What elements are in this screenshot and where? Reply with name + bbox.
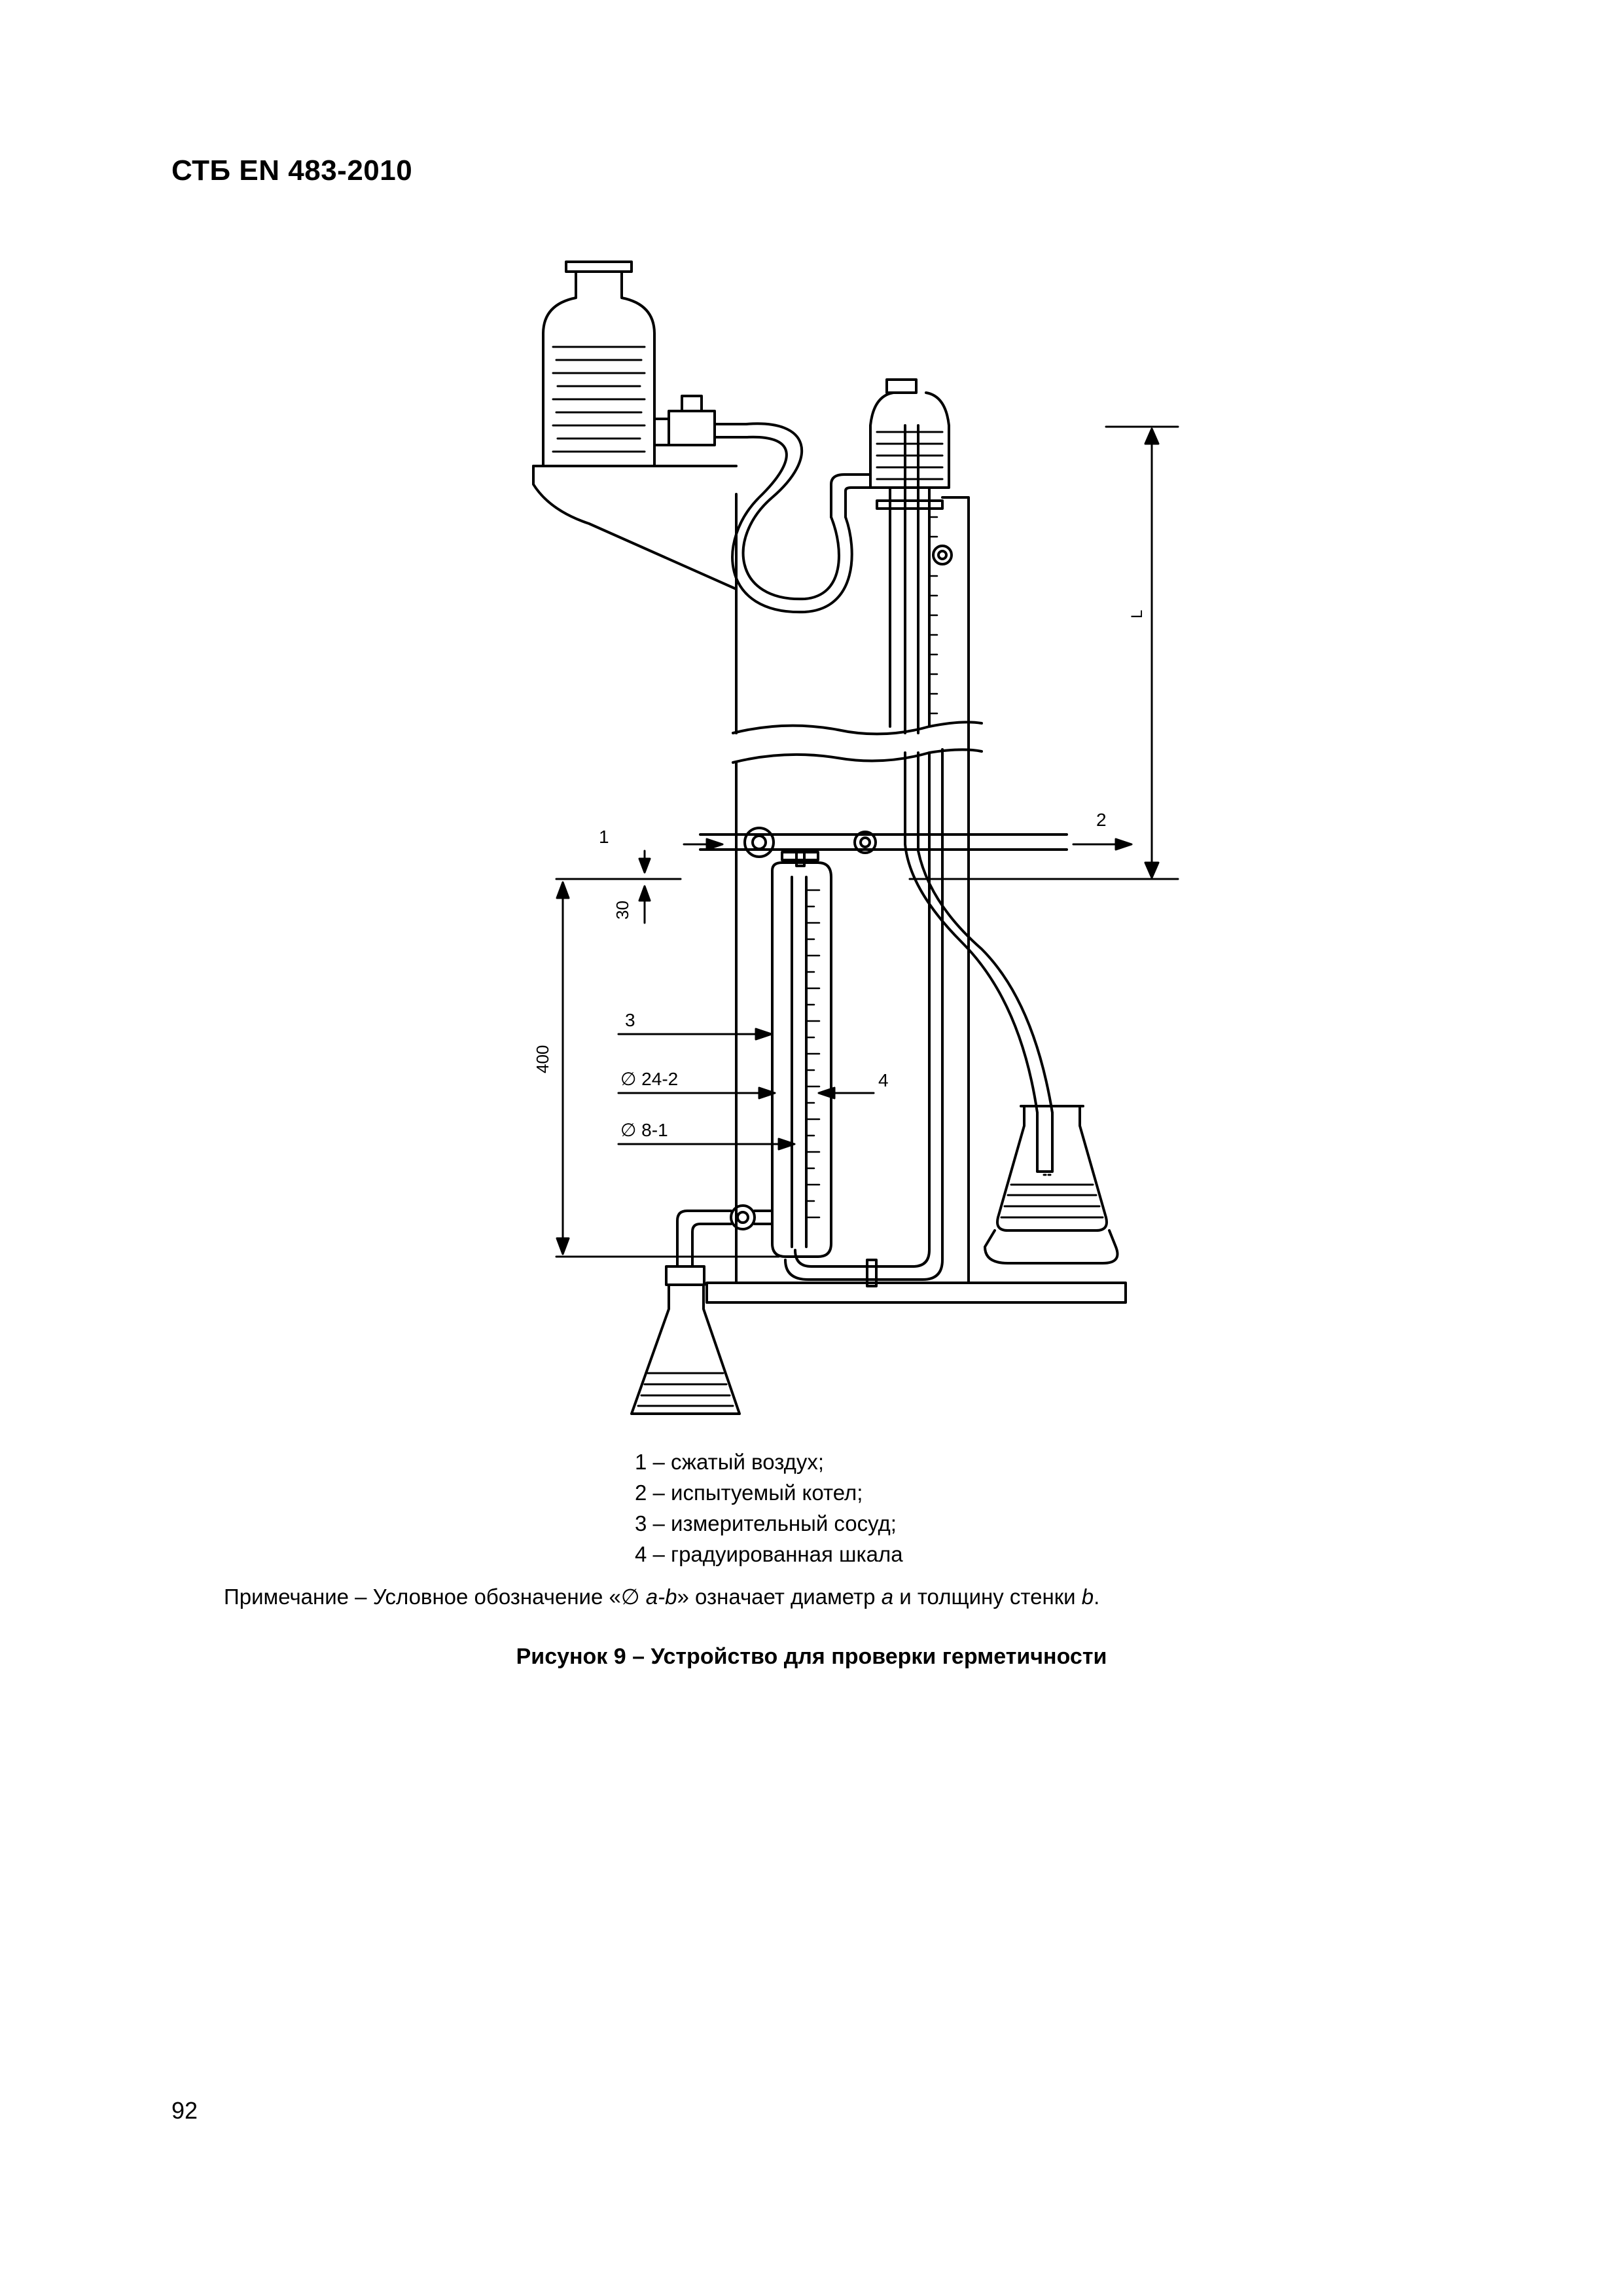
- legend-item: 1 – сжатый воздух;: [635, 1450, 825, 1474]
- callout-3: 3: [625, 1010, 635, 1030]
- leak-test-apparatus-figure: 1 2 3 4 ∅ 24-2 ∅ 8-1 L 30 400: [532, 260, 1179, 1415]
- note-end: .: [1094, 1585, 1100, 1609]
- legend-item: 4 – градуированная шкала: [635, 1542, 903, 1566]
- note-var-a: a: [881, 1585, 894, 1609]
- note-symbol: ∅ a-b: [620, 1585, 677, 1609]
- page-number: 92: [171, 2097, 198, 2124]
- reservoir-bottle: [542, 260, 747, 467]
- measuring-vessel: [771, 861, 832, 1258]
- callout-4: 4: [878, 1070, 889, 1090]
- dimension-lines: [555, 425, 1179, 1258]
- note-var-b: b: [1081, 1585, 1094, 1609]
- air-line: [699, 827, 1068, 867]
- dimension-400: 400: [533, 1045, 552, 1073]
- dimension-30: 30: [613, 901, 632, 920]
- note-mid-1: » означает диаметр: [677, 1585, 882, 1609]
- note-prefix: Примечание – Условное обозначение «: [224, 1585, 621, 1609]
- figure-caption: Рисунок 9 – Устройство для проверки герм…: [516, 1644, 1107, 1669]
- stand-board: [705, 493, 1127, 1304]
- legend-item: 3 – измерительный сосуд;: [635, 1511, 897, 1535]
- flexible-hose: [731, 422, 853, 614]
- vertical-tubes: [784, 748, 1054, 1287]
- callout-1: 1: [599, 827, 609, 847]
- document-code-header: СТБ EN 483-2010: [171, 154, 413, 187]
- shelf-bracket: [532, 465, 738, 734]
- figure-note: Примечание – Условное обозначение «∅ a-b…: [224, 1584, 1099, 1609]
- dimension-outer-diameter: ∅ 24-2: [620, 1069, 678, 1089]
- dimension-inner-diameter: ∅ 8-1: [620, 1120, 668, 1140]
- legend-item: 2 – испытуемый котел;: [635, 1480, 863, 1505]
- dimension-L: L: [1128, 610, 1146, 619]
- figure-legend: 1 – сжатый воздух; 2 – испытуемый котел;…: [635, 1446, 903, 1570]
- callout-2: 2: [1096, 810, 1107, 830]
- note-mid-2: и толщину стенки: [893, 1585, 1082, 1609]
- left-flask-assembly: [630, 1204, 774, 1415]
- upper-vessel: [830, 378, 953, 734]
- right-flask-assembly: [984, 1105, 1119, 1265]
